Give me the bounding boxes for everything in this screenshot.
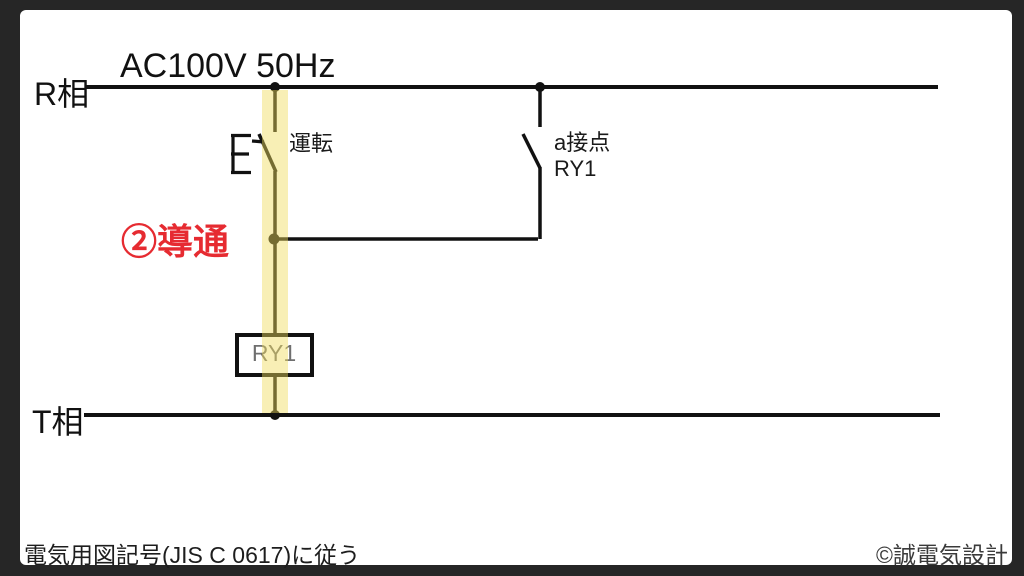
junction-dot-top-right [535, 82, 545, 92]
a-contact-blade [521, 133, 542, 169]
t-phase-label: T相 [32, 404, 84, 440]
relay-coil-label: RY1 [252, 340, 296, 366]
supply-label: AC100V 50Hz [120, 47, 335, 85]
diagram-canvas [20, 10, 1012, 565]
conduction-annotation: ②導通 [121, 221, 229, 262]
r-phase-label: R相 [34, 76, 89, 112]
a-contact-label-line2: RY1 [554, 156, 596, 181]
footer-credit: ©誠電気設計 [876, 542, 1008, 568]
run-switch-label: 運転 [289, 131, 333, 156]
junction-dot-bottom [270, 410, 280, 420]
relay-coil-box [235, 333, 314, 377]
a-contact-label-line1: a接点 [554, 130, 610, 155]
manual-actuator-icon [231, 133, 265, 175]
junction-dot-middle [268, 233, 280, 245]
junction-dot-top-left [270, 82, 280, 92]
conduction-highlight [262, 90, 288, 413]
footer-note: 電気用図記号(JIS C 0617)に従う [24, 542, 360, 568]
